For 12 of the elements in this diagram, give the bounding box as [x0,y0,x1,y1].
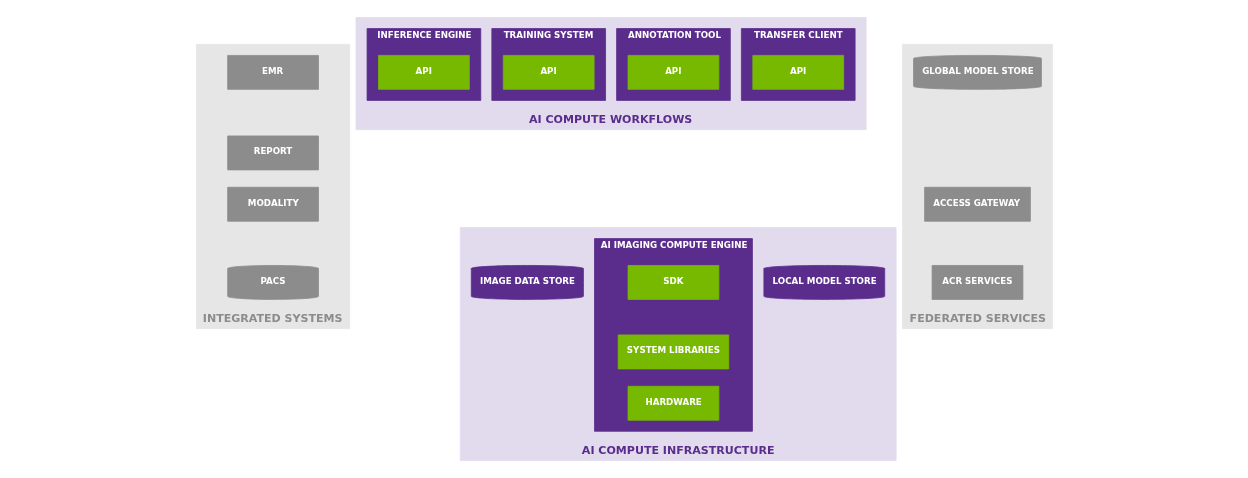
node-box: ACR SERVICES [931,265,1023,300]
node-box: REPORT [226,135,319,171]
node-box: MODALITY [226,186,319,222]
node-box: API [627,55,719,90]
node-box: API [502,55,594,90]
node-box: API [377,55,470,90]
node-box: SDK [627,265,719,300]
node-box: SYSTEM LIBRARIES [617,334,729,370]
node-box: ACCESS GATEWAY [923,186,1031,222]
node-box: API [751,55,844,90]
node-box: HARDWARE [627,385,719,421]
node-box: EMR [226,55,319,90]
